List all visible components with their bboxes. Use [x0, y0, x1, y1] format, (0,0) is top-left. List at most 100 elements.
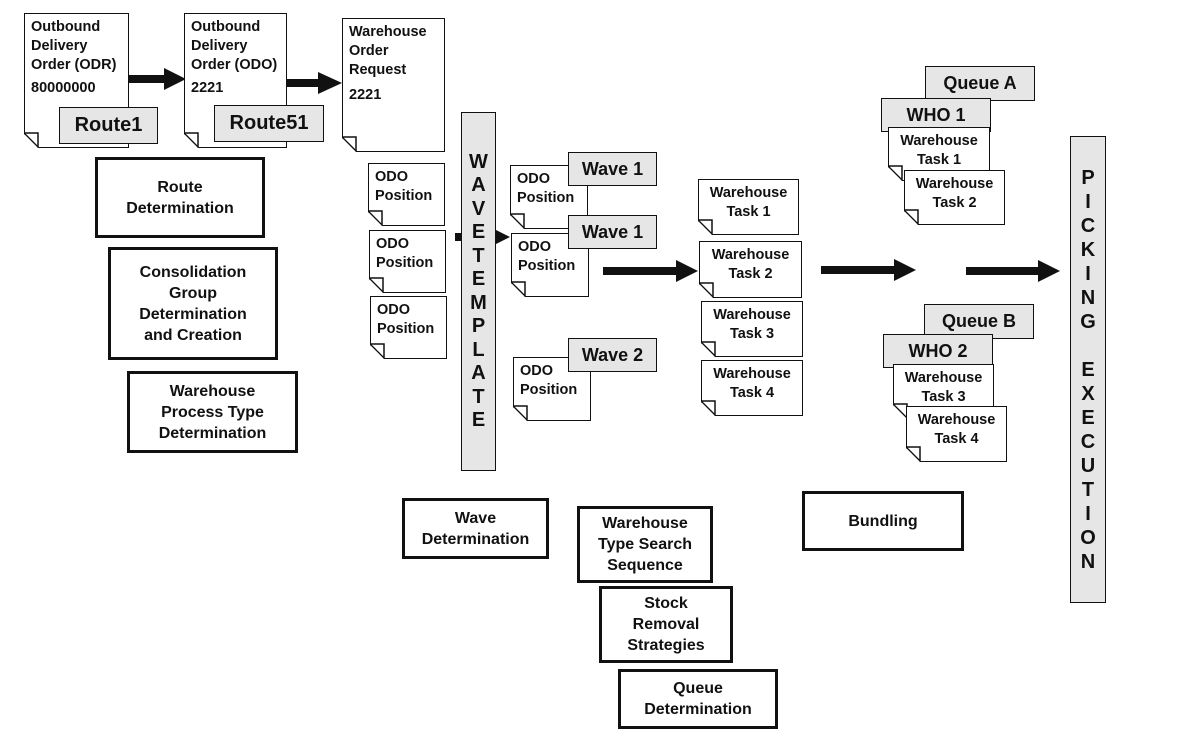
wave-tag: Wave 1 — [568, 215, 657, 249]
odo-position-label: ODO Position — [375, 169, 433, 204]
wave-template-letter: E — [471, 268, 486, 290]
queue-determination-label: Queue Determination — [644, 680, 752, 718]
picking-letter: P — [1081, 166, 1095, 189]
warehouse-task-label: Warehouse Task 4 — [713, 366, 791, 401]
odo-position-label: ODO Position — [518, 239, 576, 274]
warehouse-task-label: Warehouse Task 3 — [904, 370, 983, 405]
warehouse-task-doc: Warehouse Task 4 — [701, 360, 803, 416]
odo-position-doc: ODO Position — [368, 163, 445, 226]
wave-template-letter: E — [471, 409, 486, 431]
doc-fold-mark — [699, 282, 715, 298]
picking-letter: I — [1085, 262, 1091, 285]
picking-execution-bar: P I C K I N G E X E C U T I O N — [1070, 136, 1106, 603]
stock-removal-box: Stock Removal Strategies — [599, 586, 733, 663]
wave-template-letter: M — [470, 291, 487, 314]
who-task-doc: Warehouse Task 2 — [904, 170, 1005, 225]
wave-template-letter: T — [472, 385, 485, 408]
route-determination-label: Route Determination — [126, 178, 234, 217]
wave-template-letter: P — [471, 315, 486, 337]
picking-letter: C — [1080, 214, 1096, 237]
wave-tag: Wave 2 — [568, 338, 657, 372]
doc-fold-mark — [24, 132, 40, 148]
doc-fold-mark — [511, 281, 527, 297]
wave-template-letter: E — [471, 221, 486, 243]
odo-position-label: ODO Position — [517, 171, 575, 206]
consolidation-group-box: Consolidation Group Determination and Cr… — [108, 247, 278, 360]
who-1-tag: WHO 1 — [881, 98, 991, 132]
odr-title: Outbound Delivery Order (ODR) — [31, 19, 117, 73]
warehouse-task-doc: Warehouse Task 3 — [701, 301, 803, 357]
wave-template-letter: W — [469, 150, 488, 173]
wor-title: Warehouse Order Request — [349, 24, 427, 78]
picking-letter: T — [1081, 478, 1095, 501]
odr-route-tag: Route1 — [59, 107, 158, 144]
warehouse-type-search-label: Warehouse Type Search Sequence — [598, 515, 692, 574]
queue-determination-box: Queue Determination — [618, 669, 778, 729]
doc-fold-mark — [369, 277, 385, 293]
wave-template-bar: W A V E T E M P L A T E — [461, 112, 496, 471]
arrow-odr-to-odo — [128, 68, 186, 90]
picking-letter: I — [1085, 502, 1091, 525]
consolidation-group-label: Consolidation Group Determination and Cr… — [139, 263, 247, 344]
picking-letter: O — [1080, 526, 1096, 549]
doc-fold-mark — [368, 210, 384, 226]
wave-tag: Wave 1 — [568, 152, 657, 186]
bundling-label: Bundling — [848, 512, 918, 530]
odo-number: 2221 — [191, 80, 224, 96]
warehouse-task-label: Warehouse Task 4 — [917, 412, 996, 447]
picking-letter: I — [1085, 190, 1091, 213]
arrow-tasks-to-bundling — [821, 259, 916, 281]
doc-fold-mark — [904, 209, 920, 225]
warehouse-process-type-box: Warehouse Process Type Determination — [127, 371, 298, 453]
odo-position-doc: ODO Position — [370, 296, 447, 359]
warehouse-task-label: Warehouse Task 3 — [713, 307, 791, 342]
queue-b-tag: Queue B — [924, 304, 1034, 339]
wave-template-letter: A — [471, 174, 486, 196]
warehouse-task-label: Warehouse Task 2 — [711, 247, 790, 282]
arrow-odo-to-wor — [285, 72, 342, 94]
warehouse-type-search-box: Warehouse Type Search Sequence — [577, 506, 713, 583]
wave-template-letter: V — [471, 197, 486, 220]
who-2-tag: WHO 2 — [883, 334, 993, 368]
odo-position-label: ODO Position — [377, 302, 435, 337]
doc-fold-mark — [906, 446, 922, 462]
picking-letter: C — [1080, 430, 1096, 453]
odo-position-doc: ODO Position — [369, 230, 446, 293]
warehouse-task-label: Warehouse Task 1 — [709, 185, 788, 220]
warehouse-task-doc: Warehouse Task 2 — [699, 241, 802, 298]
warehouse-task-doc: Warehouse Task 1 — [698, 179, 799, 235]
doc-fold-mark — [370, 343, 386, 359]
odr-number: 80000000 — [31, 80, 96, 96]
doc-fold-mark — [698, 219, 714, 235]
odo-title: Outbound Delivery Order (ODO) — [191, 19, 278, 73]
arrow-to-picking — [966, 260, 1060, 282]
picking-letter: E — [1081, 358, 1095, 381]
doc-fold-mark — [513, 405, 529, 421]
warehouse-task-label: Warehouse Task 2 — [915, 176, 994, 211]
picking-letter: K — [1080, 238, 1096, 261]
doc-fold-mark — [342, 136, 358, 152]
bundling-box: Bundling — [802, 491, 964, 551]
doc-fold-mark — [701, 400, 717, 416]
picking-letter: E — [1081, 406, 1095, 429]
picking-letter: G — [1080, 310, 1096, 333]
warehouse-task-label: Warehouse Task 1 — [900, 133, 978, 168]
warehouse-process-type-label: Warehouse Process Type Determination — [158, 382, 267, 442]
route-determination-box: Route Determination — [95, 157, 265, 238]
doc-fold-mark — [510, 213, 526, 229]
wor-number: 2221 — [349, 87, 382, 103]
odo-route-tag: Route51 — [214, 105, 324, 142]
arrow-waves-to-tasks — [603, 260, 698, 282]
picking-letter: N — [1080, 286, 1096, 309]
odo-position-label: ODO Position — [376, 236, 434, 271]
wave-template-letter: A — [471, 362, 486, 384]
doc-fold-mark — [701, 341, 717, 357]
picking-letter: X — [1081, 382, 1095, 405]
odo-position-label: ODO Position — [520, 363, 578, 398]
picking-letter: N — [1080, 550, 1096, 573]
doc-fold-mark — [184, 132, 200, 148]
stock-removal-label: Stock Removal Strategies — [627, 595, 705, 654]
wave-template-letter: T — [472, 244, 485, 267]
wave-determination-label: Wave Determination — [421, 509, 530, 548]
